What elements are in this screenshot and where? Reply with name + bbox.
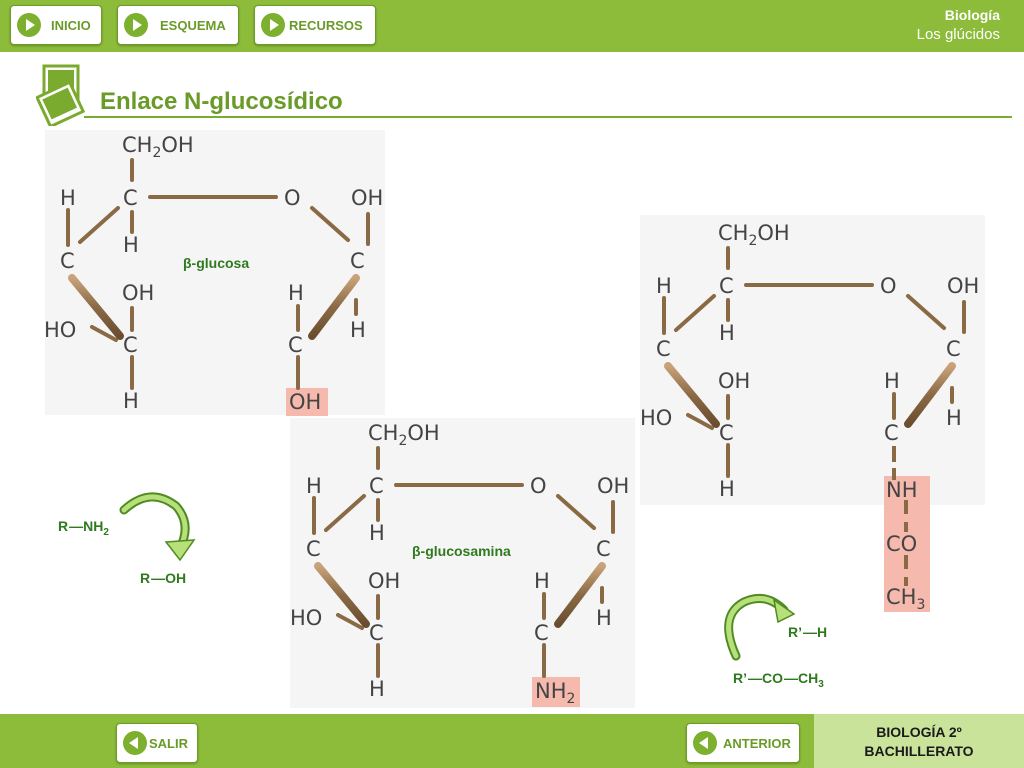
recursos-button[interactable]: RECURSOS xyxy=(254,5,376,45)
salir-label: SALIR xyxy=(149,736,188,751)
atom-c: C xyxy=(719,274,734,298)
atom-oh: OH xyxy=(597,474,629,498)
atom-c: C xyxy=(656,337,671,361)
anterior-label: ANTERIOR xyxy=(723,736,791,751)
atom-nh: NH xyxy=(886,478,918,502)
molecule-backdrop xyxy=(290,418,635,708)
atom-c: C xyxy=(534,621,549,645)
r-nh2-label: R—NH2 xyxy=(58,518,109,538)
topic-label: Los glúcidos xyxy=(916,26,1000,43)
atom-oh: OH xyxy=(122,281,154,305)
esquema-button[interactable]: ESQUEMA xyxy=(117,5,239,45)
curved-arrow-icon xyxy=(119,492,196,562)
atom-oh: OH xyxy=(351,186,383,210)
beta-glucosamina-label: β-glucosamina xyxy=(412,543,511,559)
n-glycosidic-bond-diagram: CH2OH C O OH H H C C OH H HO H C C H OH … xyxy=(44,130,985,708)
atom-c: C xyxy=(719,421,734,445)
atom-oh: OH xyxy=(289,390,321,414)
r-prime-co-ch3-label: R’—CO—CH3 xyxy=(733,670,824,690)
recursos-label: RECURSOS xyxy=(289,18,363,33)
atom-o: O xyxy=(530,474,547,498)
beta-glucose-molecule: CH2OH C O OH H H C C OH H HO H C C H OH … xyxy=(44,130,385,416)
back-triangle-icon xyxy=(123,731,147,755)
atom-c: C xyxy=(369,621,384,645)
atom-h: H xyxy=(719,321,735,345)
atom-h: H xyxy=(350,318,366,342)
atom-h: H xyxy=(123,233,139,257)
highlight-nh2 xyxy=(532,677,580,707)
page-title: Enlace N-glucosídico xyxy=(100,88,343,115)
course-line-1: BIOLOGÍA 2º xyxy=(876,724,962,740)
atom-c: C xyxy=(946,337,961,361)
subject-label: Biología xyxy=(944,7,1000,23)
product-molecule: CH2OH C O OH H H C C OH H HO H C C H NH … xyxy=(640,215,985,613)
molecule-backdrop xyxy=(640,215,985,505)
atom-oh: OH xyxy=(718,369,750,393)
beta-glucosa-label: β-glucosa xyxy=(183,255,249,271)
title-underline xyxy=(84,116,1012,118)
atom-h: H xyxy=(306,474,322,498)
atom-c: C xyxy=(288,333,303,357)
back-triangle-icon xyxy=(693,731,717,755)
beta-glucosamine-molecule: CH2OH C O OH H H C C OH H HO H C C H NH2… xyxy=(290,418,635,708)
play-triangle-icon xyxy=(261,13,285,37)
highlight-nhcoch3 xyxy=(884,476,930,612)
curved-arrow-icon xyxy=(724,593,796,661)
atom-o: O xyxy=(880,274,897,298)
inicio-button[interactable]: INICIO xyxy=(10,5,102,45)
atom-oh: OH xyxy=(368,569,400,593)
atom-h: H xyxy=(534,569,550,593)
atom-h: H xyxy=(288,281,304,305)
atom-c: C xyxy=(123,333,138,357)
atom-h: H xyxy=(369,521,385,545)
atom-h: H xyxy=(123,389,139,413)
atom-h: H xyxy=(946,406,962,430)
atom-c: C xyxy=(884,421,899,445)
atom-h: H xyxy=(369,677,385,701)
inicio-label: INICIO xyxy=(51,18,91,33)
course-badge: BIOLOGÍA 2º BACHILLERATO xyxy=(814,714,1024,768)
atom-ho: HO xyxy=(640,406,672,430)
atom-h: H xyxy=(719,477,735,501)
r-oh-label: R—OH xyxy=(140,570,186,586)
atom-h: H xyxy=(596,606,612,630)
atom-ho: HO xyxy=(44,318,76,342)
stacked-squares-icon xyxy=(36,64,86,126)
atom-c: C xyxy=(350,249,365,273)
play-triangle-icon xyxy=(124,13,148,37)
reaction-r-nh2: R—NH2 R—OH xyxy=(58,492,196,586)
atom-h: H xyxy=(60,186,76,210)
atom-c: C xyxy=(306,537,321,561)
anterior-button[interactable]: ANTERIOR xyxy=(686,723,800,763)
atom-ho: HO xyxy=(290,606,322,630)
atom-c: C xyxy=(369,474,384,498)
r-prime-h-label: R’—H xyxy=(788,624,827,640)
brand-block: Biología Los glúcidos xyxy=(917,7,1000,43)
atom-h: H xyxy=(656,274,672,298)
molecule-backdrop xyxy=(45,130,385,415)
atom-co: CO xyxy=(886,532,917,556)
reaction-r-co-ch3: R’—H R’—CO—CH3 xyxy=(724,593,827,690)
atom-o: O xyxy=(284,186,301,210)
atom-h: H xyxy=(884,369,900,393)
play-triangle-icon xyxy=(17,13,41,37)
esquema-label: ESQUEMA xyxy=(160,18,226,33)
highlight-oh xyxy=(286,388,328,416)
atom-oh: OH xyxy=(947,274,979,298)
atom-c: C xyxy=(60,249,75,273)
course-line-2: BACHILLERATO xyxy=(864,743,974,759)
atom-c: C xyxy=(596,537,611,561)
salir-button[interactable]: SALIR xyxy=(116,723,198,763)
atom-c: C xyxy=(123,186,138,210)
